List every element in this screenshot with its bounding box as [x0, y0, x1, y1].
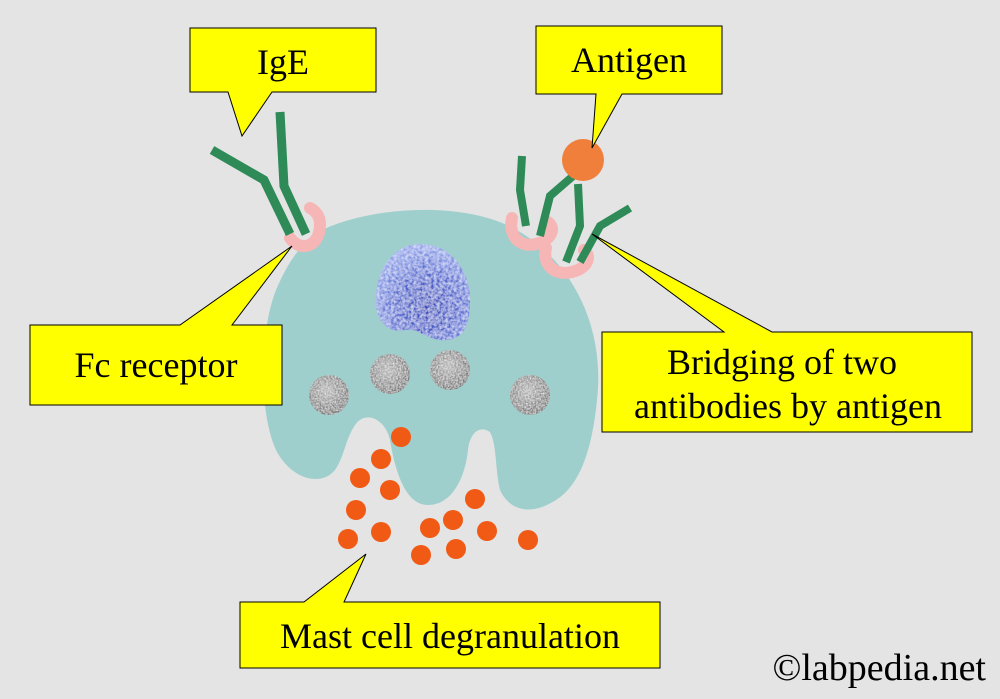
released-granule — [411, 545, 431, 565]
bridging-label-line1: Bridging of two — [667, 342, 897, 382]
released-granule — [346, 500, 366, 520]
granule — [309, 375, 349, 415]
watermark-text: ©labpedia.net — [772, 647, 986, 689]
released-granules — [338, 427, 538, 565]
released-granule — [350, 468, 370, 488]
released-granule — [518, 530, 538, 550]
released-granule — [371, 449, 391, 469]
callout-degranulation: Mast cell degranulation — [239, 553, 661, 669]
released-granule — [371, 522, 391, 542]
fc-receptor-right-1 — [505, 212, 558, 251]
released-granule — [391, 427, 411, 447]
fc-receptor-left — [284, 202, 327, 252]
released-granule — [446, 539, 466, 559]
callout-ige: IgE — [189, 27, 377, 138]
fc-receptor-label: Fc receptor — [75, 345, 238, 385]
nucleus — [375, 244, 470, 341]
mast-cell-body — [263, 209, 599, 510]
antigen-label: Antigen — [571, 40, 687, 80]
cytoplasmic-granules — [309, 350, 550, 415]
released-granule — [465, 489, 485, 509]
antigen-particle — [562, 139, 604, 181]
released-granule — [477, 521, 497, 541]
bridging-label-line2: antibodies by antigen — [634, 386, 942, 426]
granule — [430, 350, 470, 390]
released-granule — [380, 480, 400, 500]
callout-fc-receptor: Fc receptor — [29, 245, 293, 406]
callout-bridging: Bridging of two antibodies by antigen — [591, 233, 973, 433]
granule — [370, 354, 410, 394]
callout-antigen: Antigen — [535, 25, 723, 149]
released-granule — [338, 529, 358, 549]
ige-label: IgE — [257, 42, 309, 82]
granule — [510, 375, 550, 415]
ige-antibodies-right — [515, 155, 633, 264]
ige-antibody-left — [209, 111, 311, 236]
degranulation-label: Mast cell degranulation — [280, 616, 620, 656]
fc-receptor-right-2 — [539, 242, 594, 279]
released-granule — [420, 518, 440, 538]
released-granule — [443, 510, 463, 530]
